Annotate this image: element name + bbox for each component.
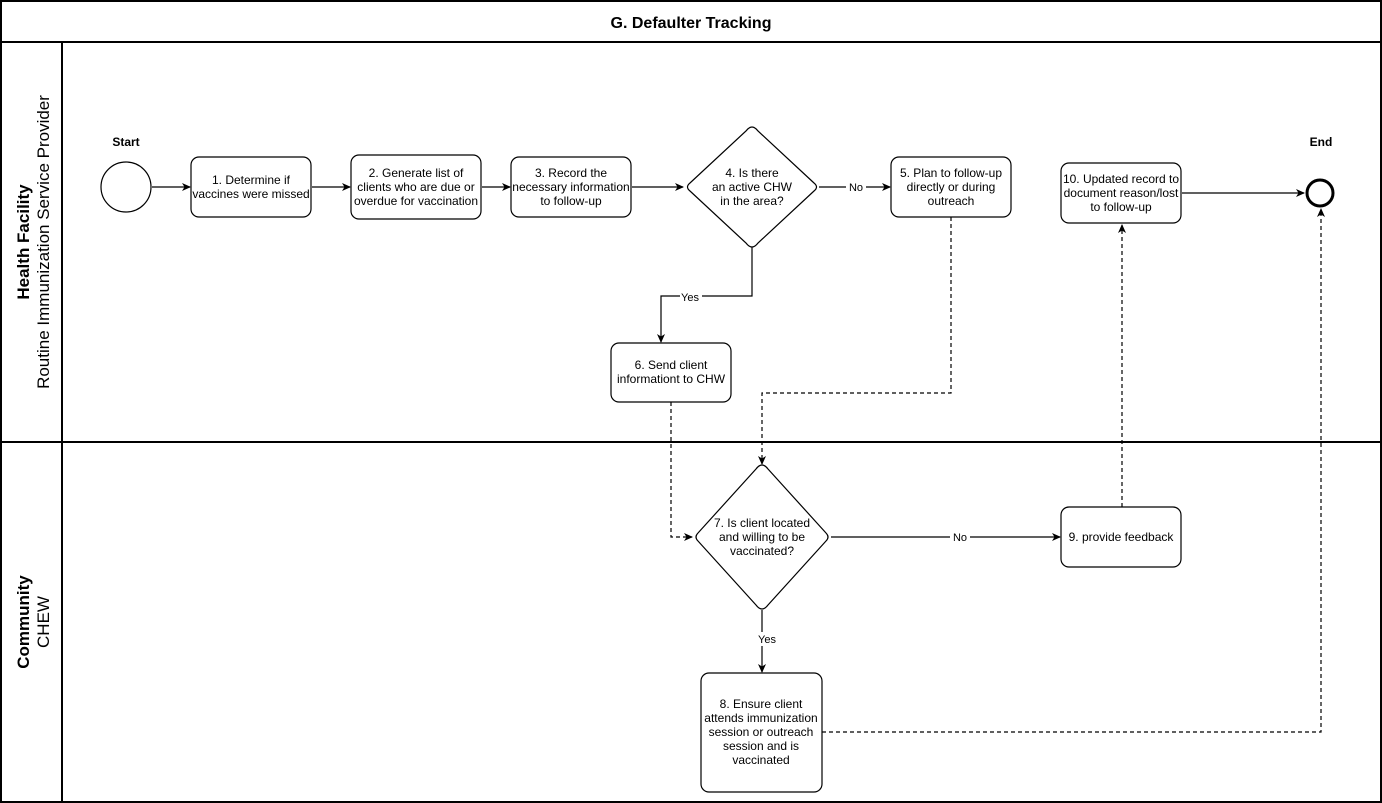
node-text-line: session or outreach: [709, 725, 814, 739]
lane-health-facility: Health Facility Routine Immunization Ser…: [14, 95, 53, 389]
lane-subtitle-community: CHEW: [34, 596, 53, 648]
node-text-line: 4. Is there: [725, 166, 779, 180]
node-text-line: and willing to be: [719, 530, 805, 544]
node-text-line: 3. Record the: [535, 166, 607, 180]
edge-label-n7-yes: Yes: [758, 634, 776, 646]
lane-title-community: Community: [14, 575, 33, 669]
node-text-line: directly or during: [907, 180, 996, 194]
task-n9-text: 9. provide feedback: [1069, 530, 1175, 544]
node-text-line: to follow-up: [540, 194, 602, 208]
node-text-line: 10. Updated record to: [1063, 172, 1179, 186]
node-text-line: attends immunization: [704, 711, 817, 725]
node-text-line: outreach: [928, 194, 975, 208]
edge-label-n4-no: No: [849, 182, 863, 194]
lane-subtitle-health-facility: Routine Immunization Service Provider: [34, 95, 53, 389]
edge-n5-n7: [758, 217, 952, 465]
node-text-line: 2. Generate list of: [369, 166, 464, 180]
node-text-line: necessary information: [512, 180, 629, 194]
node-text-line: 7. Is client located: [714, 516, 810, 530]
end-event[interactable]: [1305, 178, 1335, 208]
node-text-line: session and is: [723, 739, 799, 753]
task-n9[interactable]: 9. provide feedback: [1060, 506, 1182, 568]
edge-label-n4-yes: Yes: [681, 292, 699, 304]
start-label: Start: [112, 135, 139, 149]
node-text-line: an active CHW: [712, 180, 793, 194]
end-label: End: [1310, 135, 1333, 149]
node-text-line: clients who are due or: [357, 180, 474, 194]
node-text-line: document reason/lost: [1064, 186, 1179, 200]
start-event[interactable]: [100, 161, 152, 213]
diagram-title: G. Defaulter Tracking: [611, 15, 772, 32]
edge-n4-n6-yes: [657, 247, 753, 343]
lane-title-health-facility: Health Facility: [14, 184, 33, 300]
node-text-line: 9. provide feedback: [1069, 530, 1175, 544]
edges: [152, 183, 1325, 733]
node-text-line: in the area?: [720, 194, 784, 208]
node-text-line: vaccinated?: [730, 544, 794, 558]
node-text-line: vaccines were missed: [192, 187, 309, 201]
node-text-line: 1. Determine if: [212, 173, 291, 187]
node-text-line: overdue for vaccination: [354, 194, 478, 208]
edge-label-n7-no: No: [953, 532, 967, 544]
node-text-line: to follow-up: [1090, 200, 1152, 214]
lane-community: Community CHEW: [14, 575, 53, 669]
edge-n6-n7: [670, 402, 693, 541]
node-text-line: 5. Plan to follow-up: [900, 166, 1002, 180]
node-text-line: informationt to CHW: [617, 372, 726, 386]
node-text-line: 8. Ensure client: [720, 697, 803, 711]
edge-n8-end: [822, 208, 1325, 733]
node-text-line: 6. Send client: [635, 358, 708, 372]
node-text-line: vaccinated: [732, 753, 789, 767]
